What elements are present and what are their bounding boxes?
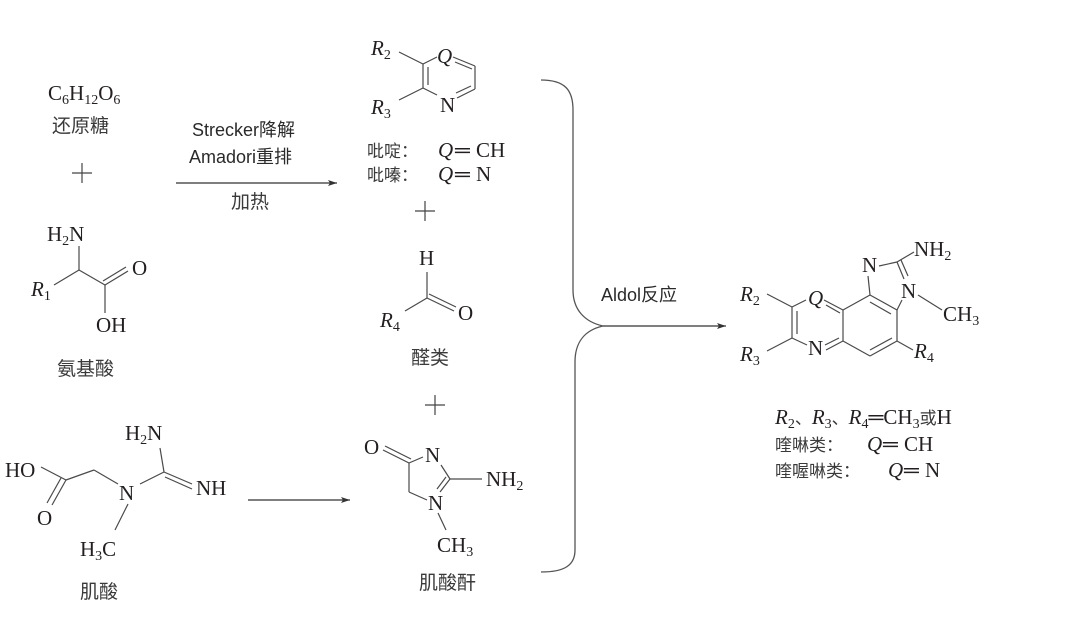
carbonyl-oxygen: O [458, 301, 473, 325]
condition-strecker: Strecker降解 [192, 120, 295, 140]
amine-group: H2N [125, 421, 162, 448]
step1-arrow: Strecker降解 Amadori重排 加热 [176, 120, 337, 213]
methyl-group: CH3 [943, 302, 979, 329]
svg-text:Q: Q [438, 138, 453, 162]
imidazole-nitrogen-3: N [901, 279, 916, 303]
hydroxyl-group: HO [5, 458, 35, 482]
pyrazine-structure: R2 R3 Q N 吡啶： Q ═ CH 吡嗪： Q ═ N [367, 36, 505, 186]
creatinine-label: 肌酸酐 [419, 572, 476, 594]
reducing-sugar: C6H12O6 还原糖 [48, 81, 120, 137]
svg-text:═: ═ [454, 138, 470, 162]
aldol-arrow: Aldol反应 [601, 285, 726, 329]
aldehyde-label: 醛类 [411, 347, 449, 369]
pyrazine-note: 吡嗪： Q ═ N [367, 162, 491, 186]
nitrogen: N [440, 93, 455, 117]
pyrazine-nitrogen: N [808, 336, 823, 360]
quinoline-note: 喹啉类： Q ═ CH [775, 432, 933, 456]
r2-label: R2 [370, 36, 391, 63]
amino-group: NH2 [914, 237, 951, 264]
creatinine-structure: O N N NH2 CH3 肌酸酐 [364, 435, 523, 594]
amino-acid-label: 氨基酸 [57, 358, 114, 380]
condition-amadori: Amadori重排 [189, 147, 292, 167]
amino-acid-structure: H2N O OH R1 氨基酸 [30, 222, 147, 380]
methyl-group: H3C [80, 537, 116, 564]
aldehyde-structure: H O R4 醛类 [379, 246, 473, 369]
carbonyl-oxygen: O [364, 435, 379, 459]
methyl-group: CH3 [437, 533, 473, 560]
hydrogen: H [419, 246, 434, 270]
svg-text:CH: CH [904, 432, 933, 456]
r3-label: R3 [739, 342, 760, 369]
r4-label: R4 [379, 308, 400, 335]
svg-text:═: ═ [882, 432, 898, 456]
plus-sign-2 [415, 201, 435, 221]
svg-text:═: ═ [454, 162, 470, 186]
svg-text:喹啉类：: 喹啉类： [775, 436, 843, 456]
quinoxaline-note: 喹喔啉类： Q ═ N [775, 458, 940, 482]
r4-label: R4 [913, 339, 934, 366]
amino-group: NH2 [486, 467, 523, 494]
carbonyl-oxygen: O [37, 506, 52, 530]
aldol-label: Aldol反应 [601, 285, 677, 305]
imine-group: NH [196, 476, 226, 500]
svg-text:Q: Q [438, 162, 453, 186]
ring-nitrogen-3: N [425, 443, 440, 467]
hydroxyl-group: OH [96, 313, 126, 337]
product-legend: R2、R3、R4═CH3或H 喹啉类： Q ═ CH 喹喔啉类： Q ═ N [774, 405, 952, 482]
svg-text:喹喔啉类：: 喹喔啉类： [775, 462, 860, 482]
r1-label: R1 [30, 277, 51, 304]
q-atom: Q [437, 44, 452, 68]
svg-text:Q: Q [867, 432, 882, 456]
combining-brace [540, 79, 604, 573]
plus-sign-1 [72, 163, 92, 183]
svg-text:吡啶：: 吡啶： [367, 142, 418, 162]
substituent-note: R2、R3、R4═CH3或H [774, 405, 952, 432]
svg-text:═: ═ [903, 458, 919, 482]
creatine-structure: HO O N H2N NH H3C 肌酸 [5, 421, 226, 603]
svg-text:吡嗪：: 吡嗪： [367, 166, 418, 186]
sugar-label: 还原糖 [52, 115, 109, 137]
creatine-label: 肌酸 [80, 581, 118, 603]
sugar-formula: C6H12O6 [48, 81, 120, 108]
imidazole-nitrogen-1: N [862, 253, 877, 277]
amine-group: H2N [47, 222, 84, 249]
svg-text:N: N [925, 458, 940, 482]
plus-sign-3 [425, 395, 445, 415]
svg-text:CH: CH [476, 138, 505, 162]
condition-heating: 加热 [231, 191, 269, 213]
carbonyl-oxygen: O [132, 256, 147, 280]
r2-label: R2 [739, 282, 760, 309]
nitrogen: N [119, 481, 134, 505]
product-structure: R2 R3 Q N N N NH2 CH3 R4 [739, 237, 979, 369]
ring-nitrogen-1: N [428, 491, 443, 515]
svg-text:Q: Q [888, 458, 903, 482]
r3-label: R3 [370, 95, 391, 122]
pyridine-note: 吡啶： Q ═ CH [367, 138, 505, 162]
q-atom: Q [808, 286, 823, 310]
svg-text:N: N [476, 162, 491, 186]
